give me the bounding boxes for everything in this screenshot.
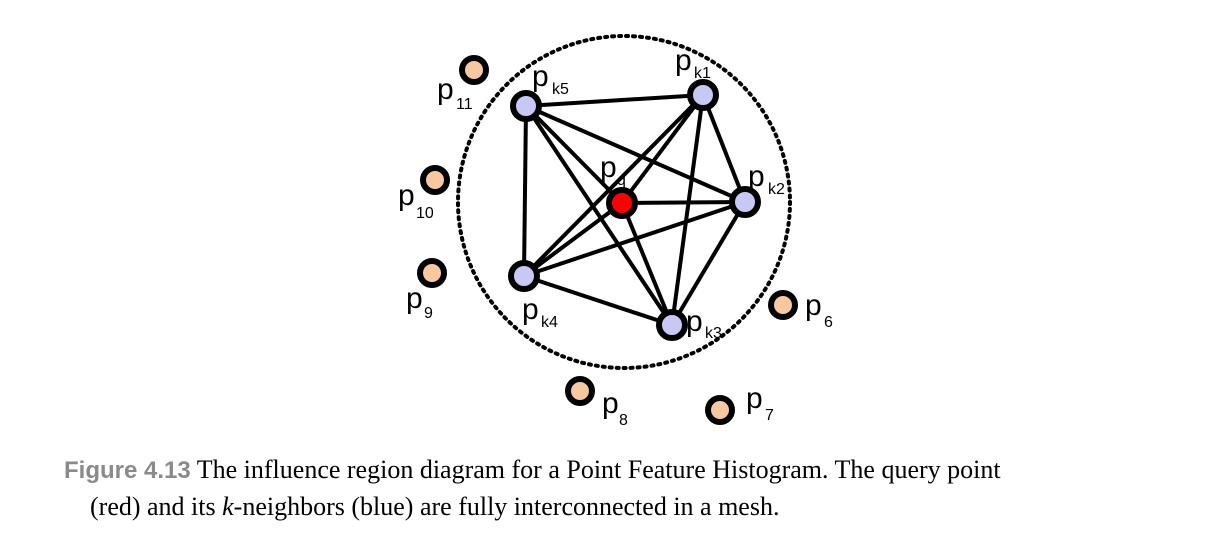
caption-k: k xyxy=(222,492,234,521)
label-sub-pk4: k4 xyxy=(541,314,558,331)
label-p8: p xyxy=(602,387,619,420)
label-pq: p xyxy=(600,151,617,184)
edge-pk5-pk3 xyxy=(524,104,674,327)
figure-caption: Figure 4.13 The influence region diagram… xyxy=(64,452,1164,525)
edge-pk5-pk2 xyxy=(525,104,746,204)
label-p9: p xyxy=(406,282,423,315)
edge-pk4-pq xyxy=(522,201,624,278)
label-pk5: p xyxy=(532,60,549,93)
point-p10 xyxy=(420,165,450,195)
point-p8 xyxy=(565,376,595,406)
point-pk1 xyxy=(687,79,719,111)
caption-text-b: -neighbors (blue) are fully interconnect… xyxy=(233,492,780,521)
label-p6: p xyxy=(805,289,822,322)
point-p9 xyxy=(417,258,447,288)
label-sub-pq: q xyxy=(617,172,626,189)
label-p10: p xyxy=(398,179,415,212)
label-pk1: p xyxy=(675,44,692,77)
point-pk3 xyxy=(656,309,688,341)
edge-pk1-pk2 xyxy=(701,94,747,203)
label-sub-p9: 9 xyxy=(424,305,433,322)
mesh-edges xyxy=(522,93,747,327)
edge-pk5-pq xyxy=(524,104,624,205)
caption-line-2: (red) and its k-neighbors (blue) are ful… xyxy=(64,489,1164,525)
edge-pk3-pq xyxy=(620,202,674,326)
label-sub-p8: 8 xyxy=(619,412,628,429)
edge-pk1-pk3 xyxy=(670,94,705,326)
point-p11 xyxy=(459,55,489,85)
label-sub-pk2: k2 xyxy=(768,181,785,198)
caption-text-a: (red) and its xyxy=(90,492,223,521)
point-pk4 xyxy=(508,260,540,292)
edge-pk3-pk4 xyxy=(523,274,673,327)
label-sub-p6: 6 xyxy=(824,314,833,331)
label-sub-p10: 10 xyxy=(416,205,434,222)
figure-number: Figure 4.13 xyxy=(64,457,191,484)
edge-pk5-pk1 xyxy=(525,93,704,108)
edge-pk2-pk4 xyxy=(523,200,746,278)
influence-region-boundary xyxy=(456,34,792,370)
label-p7: p xyxy=(746,382,763,415)
label-p11: p xyxy=(437,73,454,106)
label-sub-pk3: k3 xyxy=(705,325,722,342)
point-pk2 xyxy=(729,186,761,218)
caption-line-1: The influence region diagram for a Point… xyxy=(196,455,1001,484)
point-pk5 xyxy=(510,90,542,122)
edge-pk1-pq xyxy=(620,93,705,205)
label-pk3: p xyxy=(686,305,703,338)
edge-pk2-pk3 xyxy=(670,200,747,327)
label-pk4: p xyxy=(522,293,539,326)
edge-pk5-pk4 xyxy=(522,105,528,277)
label-pk2: p xyxy=(748,160,765,193)
label-sub-pk5: k5 xyxy=(552,81,569,98)
label-sub-p7: 7 xyxy=(765,407,774,424)
label-sub-pk1: k1 xyxy=(694,65,711,82)
point-pq xyxy=(606,187,638,219)
edge-pk1-pk4 xyxy=(522,93,705,278)
points xyxy=(417,55,798,425)
point-p7 xyxy=(705,395,735,425)
edge-pk2-pq xyxy=(621,200,746,205)
label-sub-p11: 11 xyxy=(456,96,473,113)
point-p6 xyxy=(768,290,798,320)
